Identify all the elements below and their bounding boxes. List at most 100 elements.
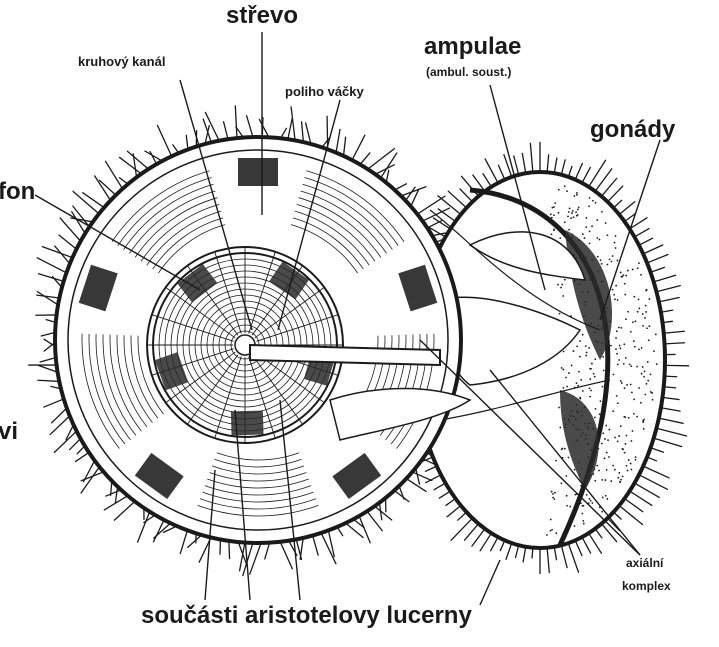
- spine: [514, 156, 519, 175]
- stipple-dot: [591, 502, 593, 504]
- stipple-dot: [551, 529, 553, 531]
- stipple-dot: [589, 396, 591, 398]
- stipple-dot: [582, 334, 584, 336]
- stipple-dot: [565, 475, 567, 477]
- spine: [608, 186, 623, 202]
- stipple-dot: [574, 525, 576, 527]
- stipple-dot: [617, 440, 619, 442]
- stipple-dot: [638, 307, 640, 309]
- stipple-dot: [604, 438, 606, 440]
- label-poliho-vacky: poliho váčky: [285, 85, 364, 98]
- stipple-dot: [558, 407, 560, 409]
- label-kruhovy-kanal: kruhový kanál: [78, 55, 165, 68]
- stipple-dot: [612, 255, 614, 257]
- stipple-dot: [567, 216, 569, 218]
- stipple-dot: [620, 479, 622, 481]
- spine: [659, 418, 683, 423]
- stipple-dot: [617, 402, 619, 404]
- stipple-dot: [641, 373, 643, 375]
- stipple-dot: [626, 435, 628, 437]
- stipple-dot: [562, 387, 564, 389]
- stipple-dot: [638, 262, 640, 264]
- spine: [547, 548, 549, 573]
- spine: [651, 267, 665, 272]
- stipple-dot: [590, 368, 592, 370]
- stipple-dot: [572, 210, 574, 212]
- stipple-dot: [615, 348, 617, 350]
- stipple-dot: [615, 235, 617, 237]
- label-axialni: axiální: [626, 557, 663, 569]
- stipple-dot: [626, 465, 628, 467]
- stipple-dot: [607, 234, 609, 236]
- stipple-dot: [642, 325, 644, 327]
- stipple-dot: [565, 377, 567, 379]
- spine: [651, 448, 664, 453]
- stipple-dot: [622, 276, 624, 278]
- stipple-dot: [630, 384, 632, 386]
- stipple-dot: [551, 207, 553, 209]
- stipple-dot: [579, 397, 581, 399]
- stipple-dot: [557, 284, 559, 286]
- stipple-dot: [570, 217, 572, 219]
- stipple-dot: [559, 313, 561, 315]
- stipple-dot: [632, 430, 634, 432]
- stipple-dot: [648, 325, 650, 327]
- stipple-dot: [618, 327, 620, 329]
- stipple-dot: [612, 465, 614, 467]
- stipple-dot: [602, 356, 604, 358]
- stipple-dot: [628, 459, 630, 461]
- stipple-dot: [653, 350, 655, 352]
- spine: [504, 155, 512, 177]
- stipple-dot: [631, 392, 633, 394]
- stipple-dot: [608, 456, 610, 458]
- spine: [205, 112, 220, 143]
- stipple-dot: [627, 470, 629, 472]
- spine: [582, 537, 591, 553]
- spine: [589, 533, 602, 553]
- spine: [506, 543, 512, 559]
- spine: [659, 298, 679, 302]
- stipple-dot: [561, 284, 563, 286]
- stipple-dot: [633, 398, 635, 400]
- stipple-dot: [644, 394, 646, 396]
- spine: [630, 491, 652, 505]
- stipple-dot: [602, 497, 604, 499]
- stipple-dot: [566, 190, 568, 192]
- stipple-dot: [615, 247, 617, 249]
- spine: [480, 533, 491, 551]
- stipple-dot: [599, 239, 601, 241]
- stipple-dot: [624, 387, 626, 389]
- stipple-dot: [583, 523, 585, 525]
- stipple-dot: [601, 263, 603, 265]
- stipple-dot: [581, 513, 583, 515]
- stipple-dot: [642, 313, 644, 315]
- spine: [483, 174, 491, 187]
- stipple-dot: [643, 376, 645, 378]
- stipple-dot: [590, 390, 592, 392]
- spine: [654, 438, 682, 446]
- spine: [625, 499, 643, 512]
- stipple-dot: [563, 351, 565, 353]
- spine: [522, 153, 525, 173]
- stipple-dot: [564, 221, 566, 223]
- stipple-dot: [652, 399, 654, 401]
- stipple-dot: [628, 417, 630, 419]
- stipple-dot: [601, 479, 603, 481]
- spine: [656, 428, 686, 436]
- stipple-dot: [633, 413, 635, 415]
- stipple-dot: [578, 371, 580, 373]
- stipple-dot: [655, 333, 657, 335]
- stipple-dot: [573, 216, 575, 218]
- stipple-dot: [553, 214, 555, 216]
- stipple-dot: [573, 195, 575, 197]
- stipple-dot: [632, 269, 634, 271]
- stipple-dot: [592, 200, 594, 202]
- stipple-dot: [607, 375, 609, 377]
- stipple-dot: [625, 275, 627, 277]
- stipple-dot: [580, 502, 582, 504]
- stipple-dot: [642, 366, 644, 368]
- stipple-dot: [579, 356, 581, 358]
- stipple-dot: [595, 408, 597, 410]
- stipple-dot: [607, 439, 609, 441]
- stipple-dot: [601, 511, 603, 513]
